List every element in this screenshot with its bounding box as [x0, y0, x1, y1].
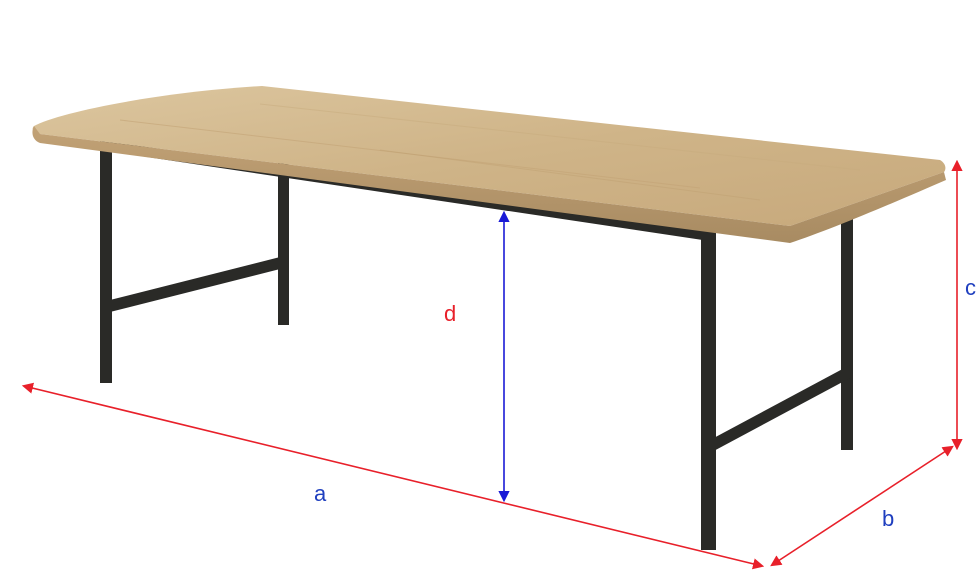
- front-right-leg: [701, 232, 716, 550]
- tabletop-surface: [32, 86, 946, 226]
- right-crossbar: [710, 365, 850, 453]
- dimension-c-label: c: [965, 275, 976, 300]
- wood-grain: [379, 149, 761, 201]
- dimension-a-label: a: [314, 481, 327, 506]
- wood-grain: [259, 103, 861, 171]
- back-right-leg: [841, 215, 853, 450]
- tabletop: [32, 86, 946, 243]
- wood-grain: [119, 119, 701, 189]
- back-left-leg: [278, 160, 289, 325]
- dimension-b-label: b: [882, 506, 894, 531]
- dimension-a-arrow: [21, 382, 765, 570]
- dimension-d-label: d: [444, 301, 456, 326]
- dimension-b-arrow: [770, 445, 954, 567]
- front-left-leg: [100, 140, 112, 383]
- left-crossbar: [110, 256, 284, 312]
